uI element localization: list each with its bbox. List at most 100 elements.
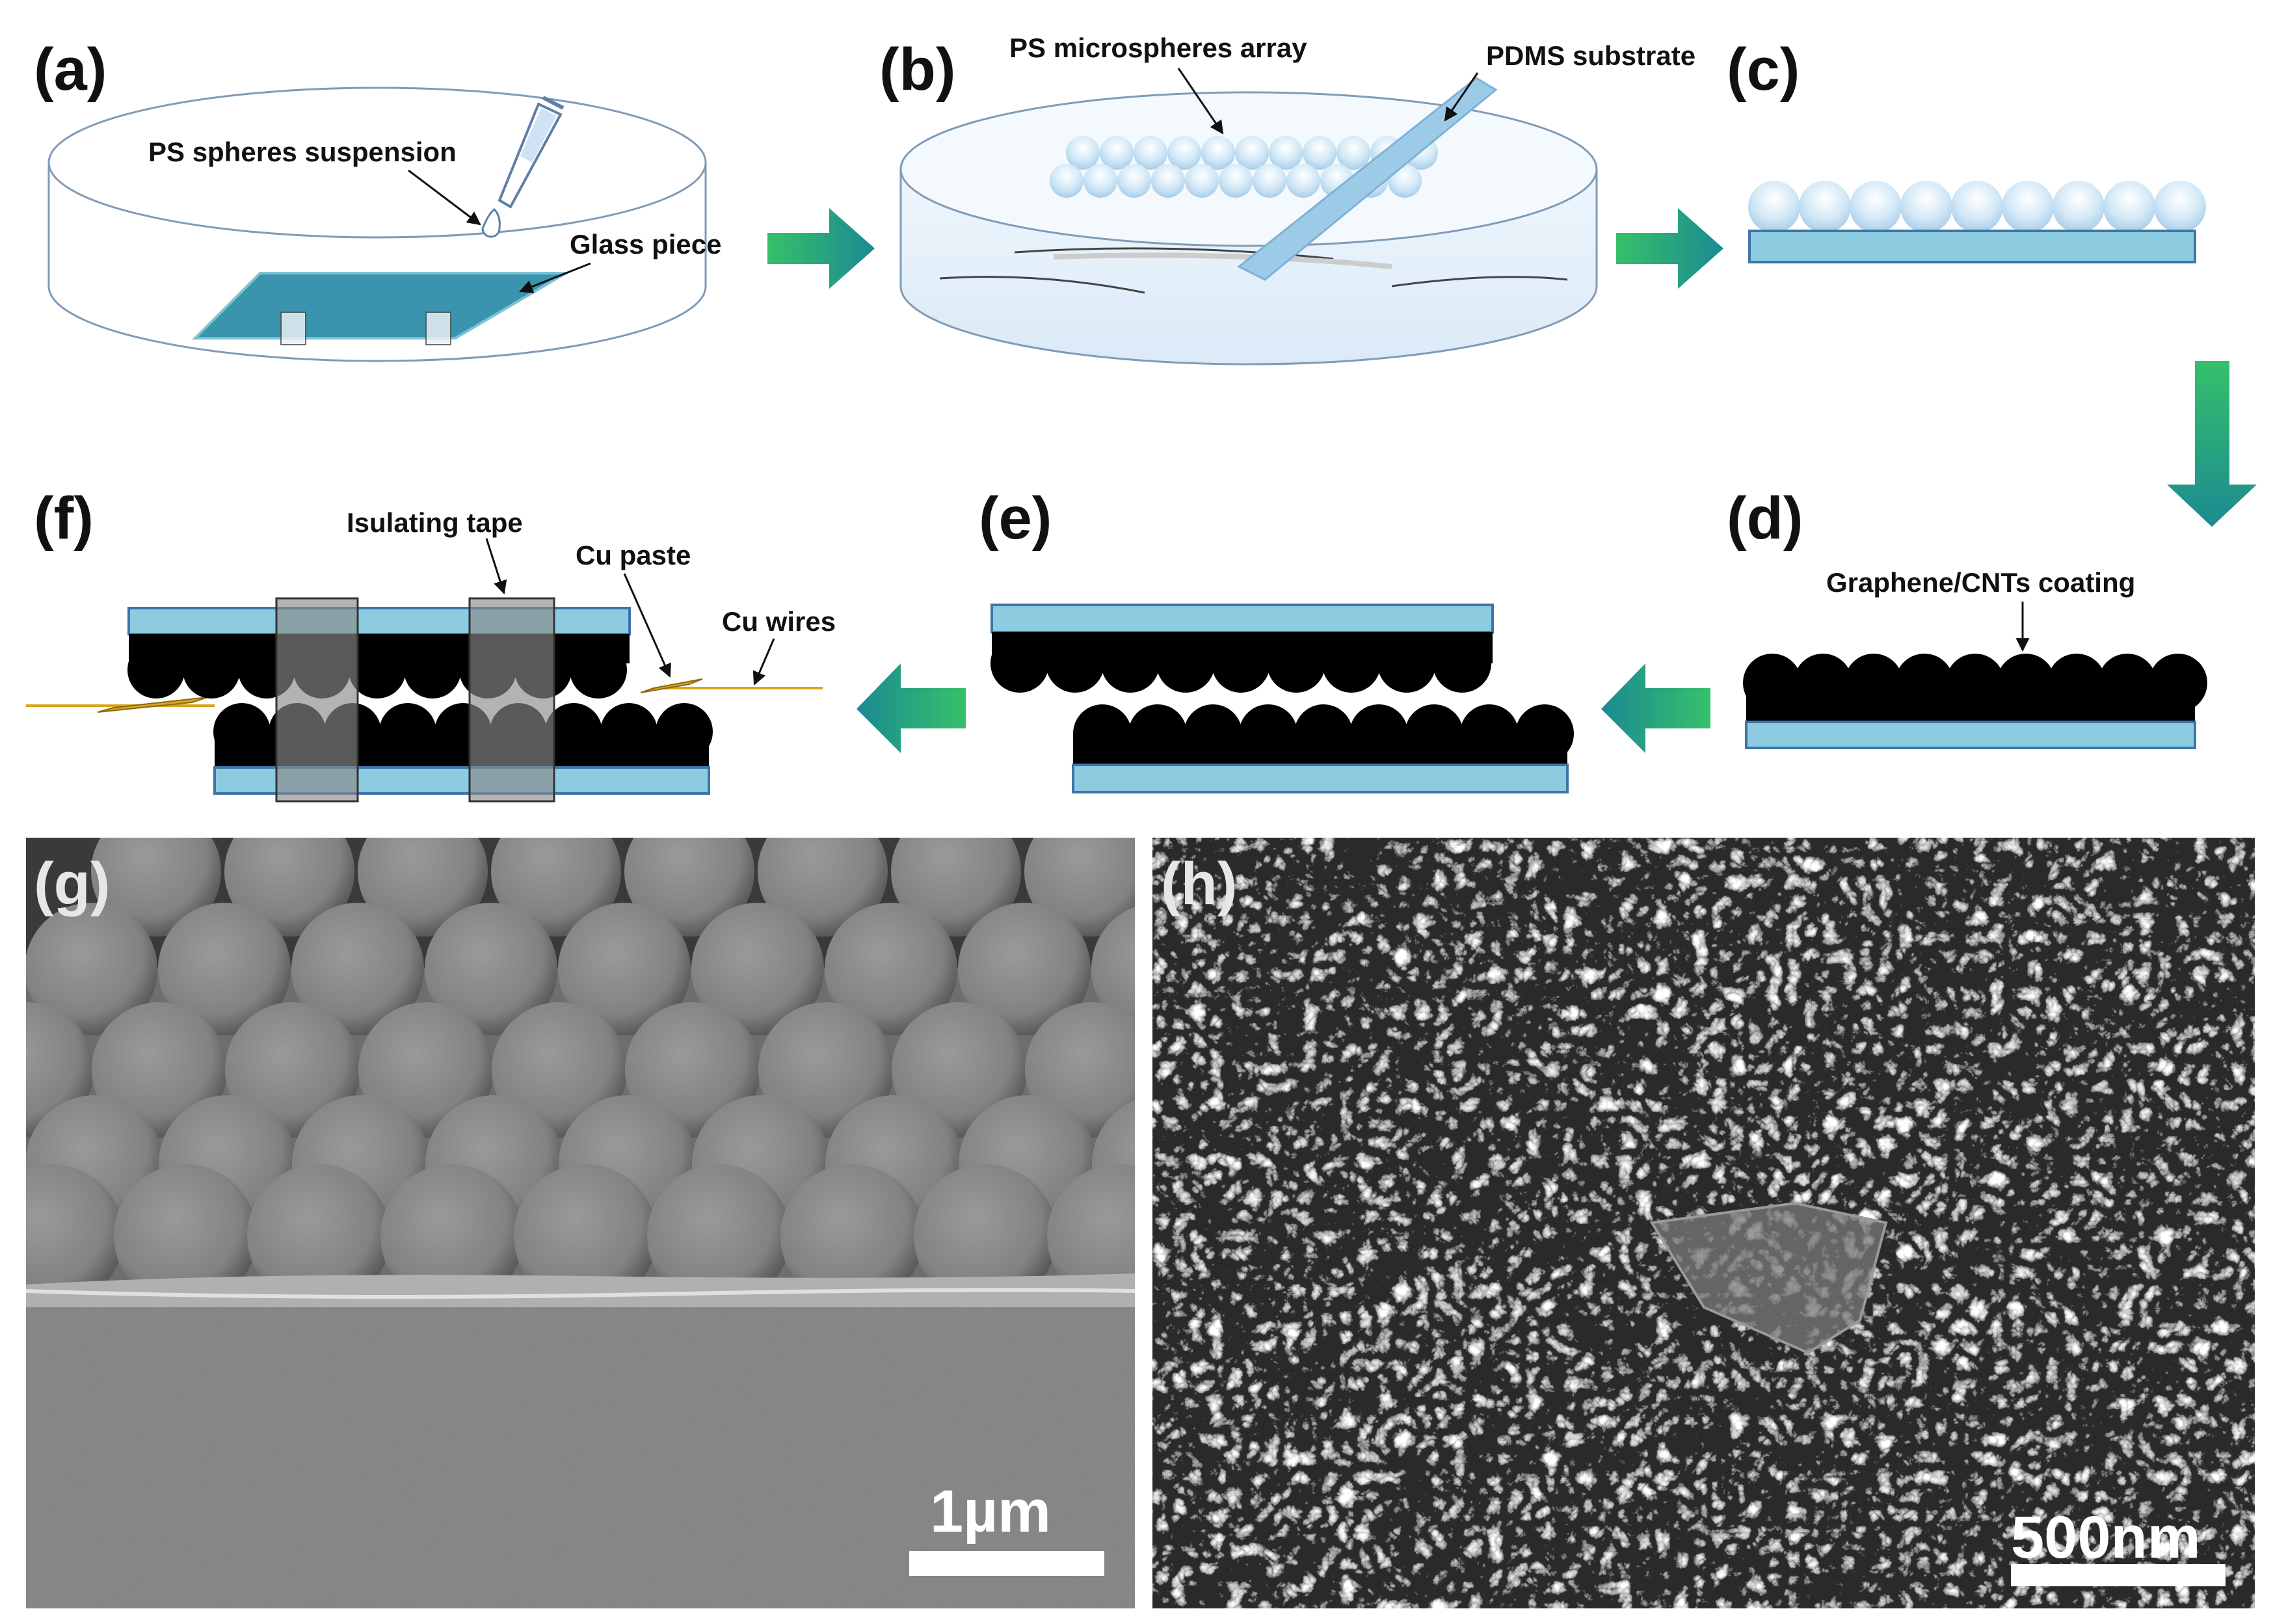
ps-sphere (1235, 136, 1269, 170)
panel-label-c: (c) (1727, 36, 1800, 103)
panel-label-g: (g) (34, 851, 110, 917)
ps-sphere (1748, 181, 1800, 233)
coated-sphere (1433, 634, 1491, 693)
substrate-d (1745, 721, 2196, 749)
ps-sphere (2053, 181, 2105, 233)
panel-label-a: (a) (34, 36, 107, 103)
ps-sphere (1185, 164, 1219, 198)
sem-sphere (647, 1164, 790, 1307)
top-sphere-row-e (990, 634, 1491, 693)
sem-sphere (514, 1164, 657, 1307)
coated-sphere (1844, 654, 1903, 712)
coated-sphere (1997, 654, 2055, 712)
label-cu-paste: Cu paste (576, 540, 691, 570)
scale-label-g: 1µm (930, 1478, 1051, 1545)
ps-sphere (1050, 164, 1083, 198)
coated-sphere (2047, 654, 2106, 712)
sem-sphere (780, 1164, 924, 1307)
coated-sphere (1156, 634, 1215, 693)
ps-sphere (1134, 136, 1167, 170)
panel-c: (c) (1727, 36, 2206, 263)
coated-sphere (1377, 634, 1436, 693)
panel-a: (a) PS spheres suspension Glass piece (34, 36, 721, 362)
ps-sphere (1303, 136, 1336, 170)
sem-sphere (380, 1164, 524, 1307)
ps-sphere (1167, 136, 1201, 170)
ps-sphere (1201, 136, 1235, 170)
sem-sphere (825, 903, 957, 1035)
ps-sphere (1269, 136, 1303, 170)
ps-sphere (1336, 136, 1370, 170)
sem-sphere (691, 903, 824, 1035)
coated-sphere (1212, 634, 1270, 693)
ps-sphere (2103, 181, 2155, 233)
panel-e: (e) (979, 485, 1574, 793)
panel-label-e: (e) (979, 485, 1052, 552)
sem-sphere (914, 1164, 1057, 1307)
insulating-tape-1 (275, 597, 359, 803)
sem-sphere (26, 1164, 124, 1307)
ps-sphere (1850, 181, 1902, 233)
sem-sphere (425, 903, 557, 1035)
coated-sphere (1946, 654, 2004, 712)
arrow-d-to-e (1601, 663, 1710, 753)
scale-label-h: 500nm (2011, 1504, 2201, 1571)
panel-label-h: (h) (1161, 851, 1237, 917)
ps-sphere-row (1748, 181, 2206, 233)
coated-sphere (127, 641, 185, 699)
panel-b: (b) PS microspheres array PDMS substrate (879, 33, 1695, 366)
coated-sphere (2149, 654, 2207, 712)
bottom-substrate-e (1072, 764, 1569, 793)
label-ps-microspheres-array: PS microspheres array (1009, 33, 1307, 63)
ps-sphere (2154, 181, 2206, 233)
arrow-a-to-b (767, 208, 875, 289)
sem-sphere (291, 903, 424, 1035)
label-graphene-cnts-coating: Graphene/CNTs coating (1826, 567, 2135, 598)
coated-sphere (1046, 634, 1104, 693)
label-ps-spheres-suspension: PS spheres suspension (148, 137, 457, 167)
top-substrate-e (990, 604, 1494, 633)
sem-sphere (958, 903, 1091, 1035)
ps-sphere (1219, 164, 1253, 198)
ps-sphere (1799, 181, 1851, 233)
scale-bar-g (909, 1551, 1104, 1576)
substrate-c (1748, 230, 2196, 263)
ps-sphere (1253, 164, 1286, 198)
cu-paste-right (640, 678, 703, 693)
label-cu-wires: Cu wires (722, 606, 836, 637)
panel-label-b: (b) (879, 36, 955, 103)
ps-sphere (1100, 136, 1134, 170)
panel-h-sem-image: (h) 500nm (1152, 838, 2255, 1608)
ps-sphere (1117, 164, 1151, 198)
sem-sphere (1047, 1164, 1135, 1307)
coated-sphere (1743, 654, 1801, 712)
ps-sphere (1151, 164, 1185, 198)
arrow-b-to-c (1616, 208, 1723, 289)
glass-piece (192, 272, 571, 345)
coated-sphere (1322, 634, 1381, 693)
arrow-c-to-d (2167, 361, 2257, 527)
panel-label-d: (d) (1727, 485, 1803, 552)
sem-sphere (247, 1164, 390, 1307)
pipette (481, 96, 565, 238)
ps-sphere (1286, 164, 1320, 198)
coated-sphere (1794, 654, 1852, 712)
arrow-e-to-f (857, 663, 966, 753)
coated-sphere (990, 634, 1049, 693)
ps-sphere (1066, 136, 1100, 170)
ps-sphere (1951, 181, 2003, 233)
ps-sphere (1083, 164, 1117, 198)
insulating-tape-2 (468, 597, 555, 803)
coated-sphere (1101, 634, 1160, 693)
ps-sphere (2002, 181, 2054, 233)
ps-sphere (1900, 181, 1952, 233)
panel-f: (f) Isulating tape Cu paste Cu wires (26, 485, 836, 803)
pdms-substrate (1237, 77, 1498, 281)
label-insulating-tape: Isulating tape (347, 507, 523, 538)
panel-d: (d) Graphene/CNTs coating (1727, 485, 2207, 749)
sem-sphere (558, 903, 691, 1035)
label-pdms-substrate: PDMS substrate (1486, 40, 1695, 71)
coated-sphere (2098, 654, 2157, 712)
coated-sphere (183, 641, 240, 699)
